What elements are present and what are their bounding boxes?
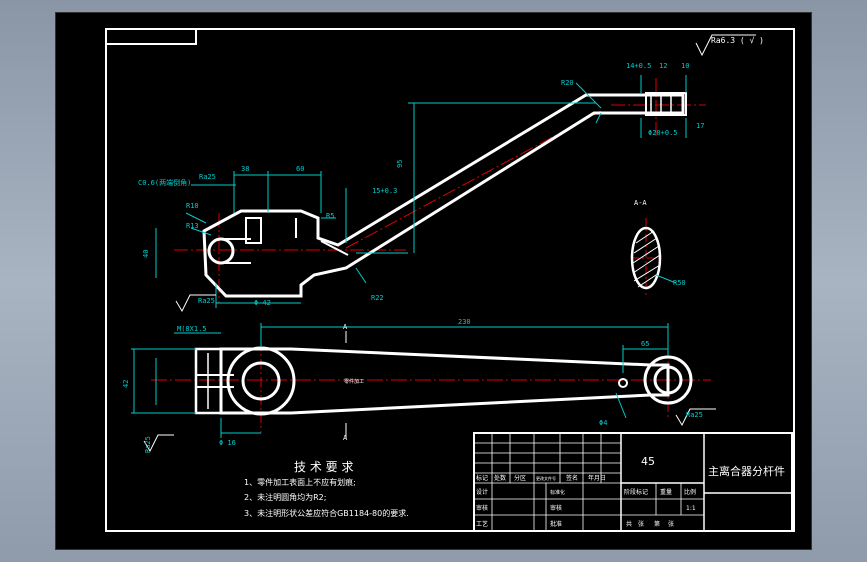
roughness-b: Ra25: [198, 297, 215, 305]
dim-38: 38: [241, 165, 249, 173]
tb-mark: 标记: [476, 474, 488, 482]
tb-review-2: 审核: [550, 504, 562, 512]
dim-r50: R50: [673, 279, 686, 287]
front-view: [131, 323, 711, 438]
dim-tol-2: Φ20+0.5: [648, 129, 678, 137]
a-mark-2: A: [343, 434, 348, 442]
tb-sign: 签名: [566, 474, 578, 482]
drawing-canvas: R20 12 10 14+0.5 Φ20+0.5 17 95 15+0.3 C0…: [55, 12, 812, 550]
dim-r20-top: R20: [561, 79, 574, 87]
dim-phi42: Φ 42: [254, 299, 271, 307]
tech-item-1: 1、零件加工表面上不应有划痕;: [244, 477, 356, 487]
roughness-a: Ra25: [199, 173, 216, 181]
tb-title: 主离合器分杆件: [708, 464, 785, 478]
section-label: A-A: [634, 199, 647, 207]
cad-drawing: R20 12 10 14+0.5 Φ20+0.5 17 95 15+0.3 C0…: [105, 28, 795, 532]
tb-weight: 重量: [660, 488, 672, 496]
tb-approve: 批准: [550, 520, 562, 528]
dim-phi16: Φ 16: [219, 439, 236, 447]
tb-standard: 标准化: [550, 489, 565, 496]
dim-left-42: 42: [122, 380, 130, 388]
tb-change-doc: 更改文件号: [536, 475, 556, 481]
dim-tol-1: 14+0.5: [626, 62, 651, 70]
roughness-c: Ra25: [686, 411, 703, 419]
tb-zone: 分区: [514, 474, 526, 482]
title-block-text: 标记 处数 分区 更改文件号 签名 年月日 设计 标准化 审核 审核 工艺 批准…: [476, 455, 785, 528]
title-block: [473, 432, 793, 532]
tb-review: 审核: [476, 504, 488, 512]
tb-sheet-2: 张: [638, 520, 644, 528]
a-mark-1: A: [343, 323, 348, 331]
dim-10: 10: [681, 62, 689, 70]
outer-frame: [105, 28, 795, 532]
dim-r22: R22: [371, 294, 384, 302]
tb-stage: 阶段标记: [624, 488, 648, 496]
top-view: [155, 75, 706, 308]
tb-sheet-1: 共: [626, 520, 632, 528]
dim-vertical-95: 95: [396, 160, 404, 168]
tech-requirements: 技 术 要 求 1、零件加工表面上不应有划痕; 2、未注明圆角均为R2; 3、未…: [244, 460, 409, 518]
roughness-top-right: Ra6.3 ( √ ): [711, 36, 764, 45]
tb-scale-label: 比例: [684, 488, 696, 496]
tb-sheet-4: 张: [668, 520, 674, 528]
corner-box: [105, 28, 197, 45]
tb-count: 处数: [494, 474, 506, 482]
dim-230: 230: [458, 318, 471, 326]
dim-r10: R10: [186, 202, 199, 210]
section-view: [630, 218, 677, 298]
dim-65: 65: [641, 340, 649, 348]
dim-40: 40: [142, 250, 150, 258]
c06-label: C0.6(两端倒角): [138, 178, 191, 187]
tb-process: 工艺: [476, 520, 488, 528]
tech-heading: 技 术 要 求: [294, 460, 353, 474]
dim-r13: R13: [186, 222, 199, 230]
dim-15: 15+0.3: [372, 187, 397, 195]
tb-date: 年月日: [588, 474, 606, 482]
dim-r5: R5: [326, 212, 334, 220]
tech-item-3: 3、未注明形状公差应符合GB1184-80的要求.: [244, 508, 409, 518]
tb-sheet-3: 第: [654, 520, 660, 528]
dim-60: 60: [296, 165, 304, 173]
dim-phi4: Φ4: [599, 419, 607, 427]
tech-item-2: 2、未注明圆角均为R2;: [244, 492, 326, 502]
roughness-d: Ra25: [144, 436, 152, 453]
tb-design: 设计: [476, 488, 488, 496]
dim-17: 17: [696, 122, 704, 130]
dim-12: 12: [659, 62, 667, 70]
tb-scale-value: 1:1: [686, 505, 696, 512]
m-thread-label: M(8X1.5: [177, 325, 207, 333]
center-note: 零件加工: [344, 378, 364, 385]
tb-material: 45: [641, 455, 655, 468]
